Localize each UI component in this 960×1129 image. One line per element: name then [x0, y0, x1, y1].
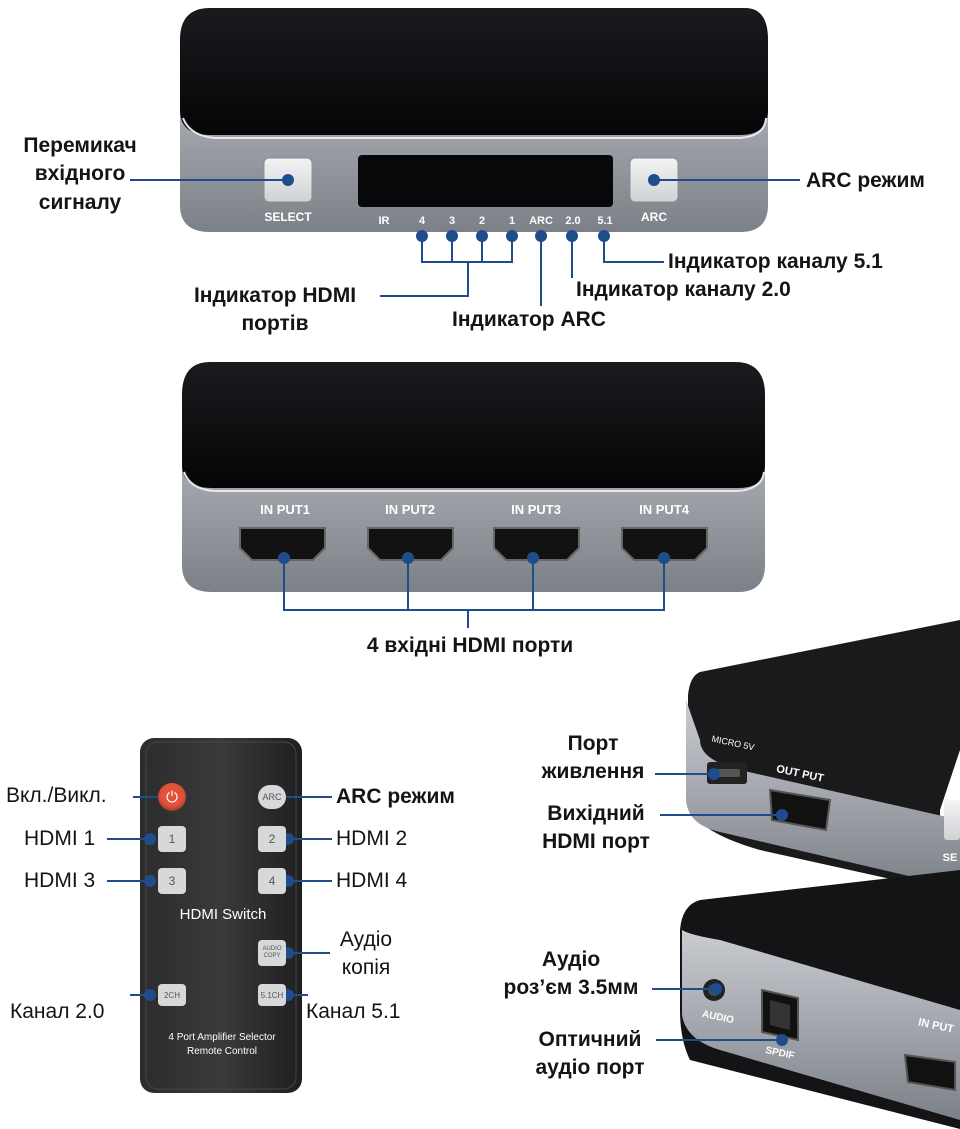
remote-power-button[interactable]: ⏻	[158, 783, 186, 811]
callout-hdmi-output: Вихідний HDMI порт	[526, 800, 666, 857]
device-front-view	[180, 8, 768, 232]
callout-hdmi-output-line1: Вихідний	[547, 802, 645, 825]
remote-audio-copy-button[interactable]: AUDIO COPY	[258, 940, 286, 966]
callout-power-port-line1: Порт	[567, 732, 619, 755]
device-side-view-top	[686, 620, 960, 890]
indicator-label-ir: IR	[378, 215, 390, 227]
callout-arc-mode: ARC режим	[806, 169, 925, 192]
callout-remote-ch51: Канал 5.1	[306, 1000, 401, 1023]
select-button-label: SELECT	[264, 210, 312, 224]
callout-remote-arc: ARC режим	[336, 785, 455, 808]
callout-power-port: Порт живлення	[526, 730, 660, 787]
input4-label: IN PUT4	[639, 501, 689, 517]
callout-arc-indicator: Індикатор ARC	[452, 308, 606, 331]
callout-ch51-indicator: Індикатор каналу 5.1	[668, 250, 883, 273]
callout-optical: Оптичний аудіо порт	[520, 1026, 660, 1083]
select-partial-label: SE	[942, 852, 958, 864]
callout-remote-hdmi4: HDMI 4	[336, 869, 408, 892]
indicator-label-2: 2	[478, 215, 486, 227]
hdmi-port-shapes	[239, 527, 708, 561]
indicator-label-arc: ARC	[529, 215, 553, 227]
remote-arc-button[interactable]: ARC	[258, 785, 286, 809]
remote-ch51-button[interactable]: 5.1CH	[258, 984, 286, 1006]
remote-ch20-button[interactable]: 2CH	[158, 984, 186, 1006]
indicator-label-3: 3	[448, 215, 456, 227]
remote-footer-line1: 4 Port Amplifier Selector	[168, 1032, 276, 1043]
callout-input-switch: Перемикач вхідного сигналу	[0, 132, 160, 217]
remote-hdmi3-button[interactable]: 3	[158, 868, 186, 894]
callout-hdmi-indicator: Індикатор HDMI портів	[172, 282, 378, 339]
indicator-label-51: 5.1	[597, 215, 613, 227]
callout-remote-hdmi3: HDMI 3	[24, 869, 96, 892]
callout-remote-ch20: Канал 2.0	[10, 1000, 105, 1023]
indicator-label-20: 2.0	[565, 215, 581, 227]
input3-label: IN PUT3	[511, 501, 561, 517]
callout-ch20-indicator: Індикатор каналу 2.0	[576, 278, 791, 301]
callout-optical-line2: аудіо порт	[535, 1056, 645, 1080]
arc-button-label: ARC	[641, 210, 667, 224]
remote-hdmi4-button[interactable]: 4	[258, 868, 286, 894]
callout-input-switch-line1: Перемикач	[23, 134, 137, 157]
callout-hdmi-indicator-line1: Індикатор HDMI	[193, 284, 357, 307]
callout-power-port-line2: живлення	[541, 760, 645, 784]
device-side-view-bottom	[680, 870, 960, 1129]
input1-label: IN PUT1	[260, 501, 310, 517]
callout-lines	[107, 179, 800, 1041]
callout-remote-power: Вкл./Викл.	[6, 784, 107, 807]
device-back-view	[182, 362, 765, 592]
callout-remote-hdmi1: HDMI 1	[24, 827, 96, 850]
callout-remote-hdmi2: HDMI 2	[336, 827, 408, 850]
callout-input-switch-line2: вхідного	[34, 162, 126, 186]
input2-label: IN PUT2	[385, 501, 435, 517]
remote-hdmi2-button[interactable]: 2	[258, 826, 286, 852]
remote-footer-line2: Remote Control	[186, 1046, 258, 1057]
remote-hdmi1-button[interactable]: 1	[158, 826, 186, 852]
callout-remote-audio-copy-line1: Аудіо	[339, 928, 393, 951]
callout-remote-audio-copy-line2: копія	[341, 956, 391, 980]
callout-remote-audio-copy: Аудіо копія	[330, 926, 402, 983]
callout-optical-line1: Оптичний	[538, 1028, 642, 1051]
callout-audio-jack-line2: роз’єм 3.5мм	[503, 976, 639, 1000]
callout-audio-jack: Аудіо роз’єм 3.5мм	[486, 946, 656, 1003]
callout-hdmi-output-line2: HDMI порт	[542, 830, 650, 854]
callout-hdmi-inputs: 4 вхідні HDMI порти	[366, 634, 574, 657]
callout-audio-jack-line1: Аудіо	[541, 948, 601, 971]
remote-title: HDMI Switch	[179, 906, 267, 923]
indicator-label-4: 4	[418, 215, 426, 227]
callout-input-switch-line3: сигналу	[38, 190, 122, 214]
indicator-label-1: 1	[508, 215, 516, 227]
callout-hdmi-indicator-line2: портів	[241, 312, 309, 336]
power-icon: ⏻	[166, 788, 178, 806]
